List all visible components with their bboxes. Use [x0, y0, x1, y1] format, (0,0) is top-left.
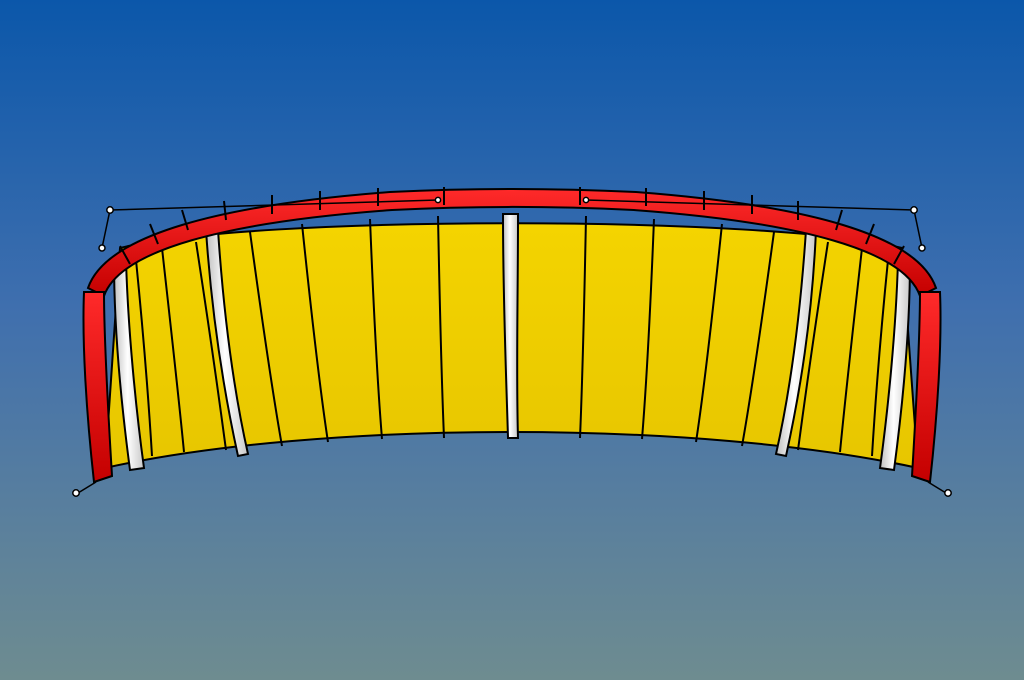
- leading-edge-segments: [119, 187, 905, 265]
- strut-right-mid: [774, 229, 818, 458]
- bridle-lines: [77, 199, 947, 494]
- bridle-point-icon: [910, 206, 918, 214]
- strut-left-mid: [204, 229, 250, 458]
- bridle-point-icon: [582, 196, 590, 204]
- wingtip-left: [82, 291, 114, 484]
- bridle-point-icon: [434, 196, 442, 204]
- bridle-point-icon: [106, 206, 114, 214]
- wingtip-right: [910, 291, 942, 484]
- canopy-seams: [135, 215, 889, 457]
- strut-center: [501, 213, 520, 439]
- strut-left-tip: [112, 259, 146, 472]
- bridle-point-icon: [72, 489, 80, 497]
- strut-right-tip: [878, 259, 912, 472]
- bridle-point-icon: [944, 489, 952, 497]
- kite-struts: [112, 213, 912, 472]
- bridle-points: [72, 196, 952, 497]
- bridle-point-icon: [918, 244, 926, 252]
- bridle-point-icon: [98, 244, 106, 252]
